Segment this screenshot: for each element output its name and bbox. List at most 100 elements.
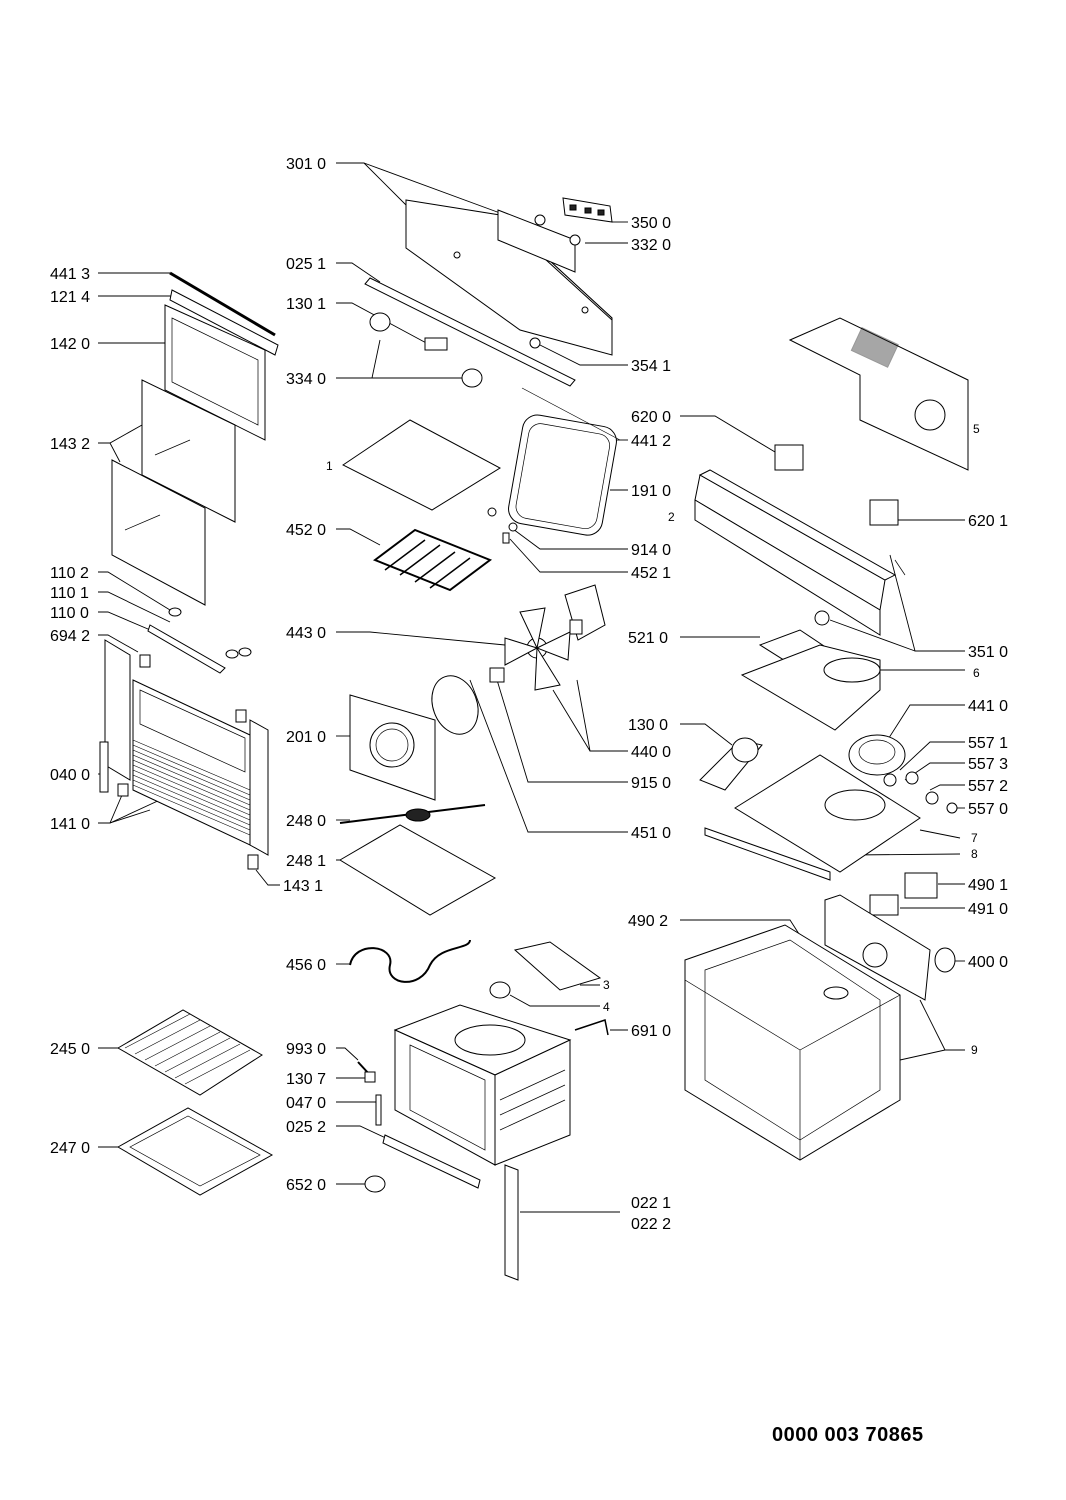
part-label: 691 0 (631, 1023, 671, 1040)
part-label: 121 4 (50, 289, 90, 306)
part-label: 491 0 (968, 901, 1008, 918)
part-label: 047 0 (286, 1095, 326, 1112)
fan-blade-part (504, 607, 571, 691)
part-label: 557 1 (968, 735, 1008, 752)
part-label: 451 0 (631, 825, 671, 842)
part-label: 245 0 (50, 1041, 90, 1058)
item-number-label: 9 (971, 1043, 978, 1057)
switch-part (774, 444, 899, 526)
part-label: 201 0 (286, 729, 326, 746)
part-label: 652 0 (286, 1177, 326, 1194)
outer-casing-part (684, 924, 901, 1161)
knob-part (369, 312, 391, 332)
door-seal-part (508, 414, 617, 536)
glass-panel-part (111, 459, 206, 606)
thermostat-part (364, 1175, 386, 1193)
part-label: 354 1 (631, 358, 671, 375)
part-label: 248 1 (286, 853, 326, 870)
trim-strip-part (364, 277, 576, 387)
heating-ring-part (431, 675, 479, 735)
oven-cavity-part (393, 1004, 572, 1166)
part-label: 191 0 (631, 483, 671, 500)
part-label: 332 0 (631, 237, 671, 254)
part-label: 490 1 (968, 877, 1008, 894)
part-label: 441 2 (631, 433, 671, 450)
part-label: 490 2 (628, 913, 668, 930)
part-label: 130 1 (286, 296, 326, 313)
part-label: 915 0 (631, 775, 671, 792)
part-label: 443 0 (286, 625, 326, 642)
part-label: 110 2 (50, 565, 89, 582)
part-label: 142 0 (50, 336, 90, 353)
door-top-profile-part (169, 289, 279, 356)
cooling-fan-part (848, 734, 906, 776)
timer-part (699, 737, 763, 791)
nut-part (489, 667, 505, 683)
front-frame-part (694, 469, 906, 636)
grill-element-part (372, 528, 493, 592)
part-label: 694 2 (50, 628, 90, 645)
item-number-label: 6 (973, 666, 980, 680)
control-panel-part (405, 197, 613, 356)
part-label: 993 0 (286, 1041, 326, 1058)
spit-frame-part (339, 824, 497, 916)
item-number-label: 5 (973, 422, 980, 436)
part-label: 334 0 (286, 371, 326, 388)
top-cover-part (788, 317, 969, 471)
item-number-label: 1 (326, 459, 333, 473)
part-label: 452 0 (286, 522, 326, 539)
part-label: 452 1 (631, 565, 671, 582)
side-rail-part (504, 1164, 519, 1281)
part-label: 351 0 (968, 644, 1008, 661)
lower-heating-element-part (349, 939, 471, 983)
part-label: 141 0 (50, 816, 90, 833)
lamp-part (904, 872, 938, 899)
item-number-label: 8 (971, 847, 978, 861)
part-label: 456 0 (286, 957, 326, 974)
leader-lines (98, 162, 965, 1213)
item-number-label: 2 (668, 510, 675, 524)
outer-door-panel-part (164, 304, 266, 441)
baking-tray-part (116, 1107, 274, 1196)
item-number-label: 4 (603, 1000, 610, 1014)
part-label: 441 3 (50, 266, 90, 283)
top-plate-part (342, 419, 502, 511)
part-label: 400 0 (968, 954, 1008, 971)
glass-panel-part (141, 379, 236, 523)
part-label: 441 0 (968, 698, 1008, 715)
baffle-part (740, 644, 881, 731)
part-label: 350 0 (631, 215, 671, 232)
bracket-part (424, 337, 448, 351)
part-label: 025 2 (286, 1119, 326, 1136)
callout-labels: 301 0 350 0 332 0 025 1 441 3 121 4 130 … (50, 156, 1008, 1233)
part-label: 521 0 (628, 630, 668, 647)
part-label: 914 0 (631, 542, 671, 559)
part-label: 110 1 (50, 585, 89, 602)
part-label: 620 0 (631, 409, 671, 426)
part-label: 130 0 (628, 717, 668, 734)
part-label: 022 2 (631, 1216, 671, 1233)
part-label: 143 1 (283, 878, 323, 895)
part-label: 557 0 (968, 801, 1008, 818)
part-label: 248 0 (286, 813, 326, 830)
part-label: 040 0 (50, 767, 90, 784)
rear-panel-part (824, 894, 931, 1001)
parts-line-art (99, 197, 969, 1281)
part-label: 022 1 (631, 1195, 671, 1212)
bottom-plate-part (704, 754, 921, 881)
part-label: 620 1 (968, 513, 1008, 530)
item-number-label: 7 (971, 831, 978, 845)
part-label: 130 7 (286, 1071, 326, 1088)
drawing-number: 0000 003 70865 (772, 1424, 924, 1446)
part-label: 110 0 (50, 605, 89, 622)
part-label: 557 3 (968, 756, 1008, 773)
part-label: 143 2 (50, 436, 90, 453)
part-label: 440 0 (631, 744, 671, 761)
back-panel-part (349, 694, 436, 801)
wire-shelf-part (117, 1009, 263, 1096)
knob-part (461, 368, 483, 388)
part-label: 557 2 (968, 778, 1008, 795)
door-frame-part (99, 639, 269, 870)
part-label: 247 0 (50, 1140, 90, 1157)
